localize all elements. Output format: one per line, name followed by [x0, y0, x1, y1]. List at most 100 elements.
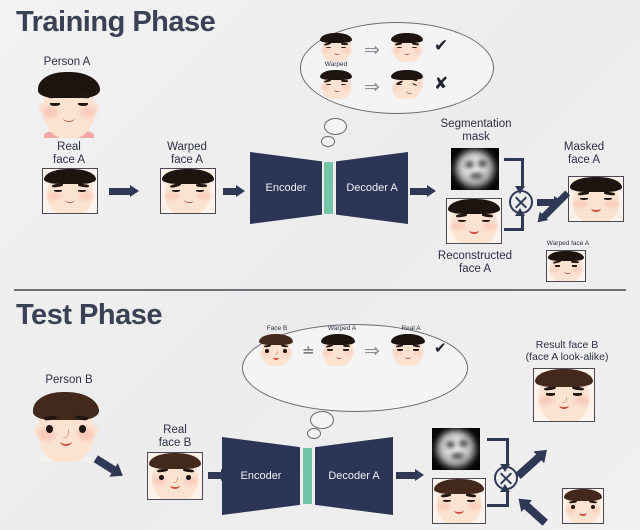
- bubble-real-a-cheek-right: [414, 350, 424, 357]
- reconstructed-face-a-eye-left: [457, 219, 466, 222]
- thought-bubble-dot-large-training: [324, 118, 347, 135]
- reconstructed-test-mouth: [454, 507, 464, 514]
- real-face-b-eye-left: [158, 474, 165, 480]
- warped-face-a-cheek-left: [164, 191, 179, 200]
- encoder-block-training[interactable]: Encoder: [250, 152, 322, 224]
- thought-bubble-dot-large-test: [310, 411, 334, 429]
- person-a-avatar: [38, 72, 100, 138]
- bubble-warped-caption: Warped: [324, 61, 348, 68]
- person-a-ear-left: [39, 103, 45, 113]
- bubble-real-a-eye-left: [397, 349, 403, 351]
- reconstructed-face-a-cheek-right: [483, 221, 498, 230]
- bubble-good-output-cheek-left: [392, 48, 402, 54]
- bubble-warped-a-eye-right: [343, 349, 349, 351]
- result-face-b-hair: [535, 369, 593, 387]
- real-face-a-thumbnail: [42, 168, 98, 214]
- bubble-warped-input-brow-right: [340, 42, 348, 45]
- segmentation-mask-label: Segmentation mask: [440, 118, 512, 143]
- masked-face-a-mouth: [591, 205, 601, 212]
- warped-face-a-mouth: [183, 196, 195, 203]
- warped-face-a-label: Warped face A: [167, 141, 207, 166]
- training-phase-title: Training Phase: [16, 6, 216, 38]
- bubble-warped-input-b-eye-left: [325, 83, 331, 86]
- connector-reconstructed-to-multiply-test: [487, 492, 513, 526]
- connector-mask-to-multiply-training: [504, 158, 528, 196]
- small-face-test-eye-left: [571, 504, 575, 509]
- bubble-good-output-hair: [390, 33, 424, 43]
- segmentation-mask-image-training: [451, 148, 499, 190]
- masked-face-a-thumbnail: [568, 176, 624, 222]
- reconstructed-face-a-mouth: [469, 227, 479, 234]
- arrow-multiply-to-result-face-b: [511, 438, 559, 484]
- masked-face-a-eye-right: [604, 197, 613, 200]
- mask-hole-mouth: [470, 173, 483, 179]
- bubble-warped-input-b-cheek-right: [341, 85, 351, 91]
- bubble-real-a-cheek-left: [392, 350, 402, 357]
- mask-hole-mouth-test: [451, 453, 464, 459]
- result-face-b-label: Result face B (face A look-alike): [525, 339, 609, 363]
- decoder-block-training[interactable]: Decoder A: [336, 152, 408, 224]
- warped-small-hair: [547, 251, 585, 262]
- small-face-test-mouth: [579, 510, 587, 517]
- multiply-operator-test: [494, 466, 518, 490]
- real-face-b-eye-right: [185, 474, 192, 480]
- warped-small-eye-left: [554, 265, 561, 267]
- person-b-label: Person B: [45, 374, 93, 386]
- arrow-small-face-to-multiply-test: [513, 492, 561, 530]
- real-face-a-cheek-right: [79, 191, 94, 200]
- bubble-warped-input-eye-right: [341, 46, 347, 49]
- bubble-bad-output-hair: [390, 70, 424, 80]
- result-face-b-eye-left: [546, 393, 555, 397]
- small-face-test-thumbnail: [562, 488, 604, 524]
- warped-face-a-hair: [162, 169, 214, 184]
- bubble-face-b-thumbnail: [258, 334, 294, 366]
- arrow-decoder-to-reconstructed-a: [410, 184, 440, 198]
- real-face-b-mouth: [170, 482, 180, 490]
- person-b-hair: [33, 392, 99, 420]
- bubble-face-b-mouth: [272, 354, 280, 360]
- warped-face-a-thumbnail: [160, 168, 216, 214]
- bubble-bad-output-cheek-right: [414, 81, 424, 87]
- masked-face-a-eye-left: [579, 197, 588, 200]
- real-face-a-mouth: [65, 197, 75, 203]
- real-face-b-label: Real face B: [158, 424, 192, 449]
- connector-reconstructed-to-multiply-training: [504, 216, 528, 250]
- person-a-cheek-left: [42, 106, 59, 119]
- person-a-ear-right: [93, 103, 99, 113]
- person-a-hair: [38, 72, 100, 99]
- bubble-warped-input-b-hair: [319, 70, 353, 80]
- bubble-real-a-hair: [390, 334, 426, 345]
- warped-small-eye-right: [571, 265, 578, 267]
- bubble-warped-a-eye-left: [327, 349, 333, 351]
- person-b-eye-left: [46, 424, 53, 433]
- real-face-a-label: Real face A: [53, 141, 85, 166]
- bubble-warped-a-brow-right: [343, 344, 351, 347]
- thought-bubble-dot-small-training: [321, 136, 335, 147]
- small-face-test-brow-right: [588, 500, 597, 504]
- arrow-warped-to-encoder-a: [223, 184, 249, 198]
- encoder-block-test[interactable]: Encoder: [222, 437, 300, 515]
- bubble-warped-input-b: [319, 70, 353, 99]
- connector-mask-to-multiply-test: [487, 438, 513, 476]
- person-a-label: Person A: [43, 56, 91, 68]
- bubble-warped-a-hair: [320, 334, 356, 345]
- real-face-a-cheek-left: [46, 191, 61, 200]
- result-face-b-cheek-left: [538, 396, 554, 406]
- bubble-warped-input-cheek-right: [341, 48, 351, 54]
- real-face-b-cheek-right: [184, 476, 199, 486]
- reconstructed-test-eye-left: [443, 499, 452, 502]
- bubble-bad-output-cheek-left: [392, 85, 402, 91]
- mask-blob-test: [436, 430, 476, 468]
- bubble-warped-input-b-cheek-left: [321, 85, 331, 91]
- result-face-b-thumbnail: [533, 368, 595, 422]
- result-face-b-mouth: [558, 402, 570, 410]
- reconstructed-face-a-eye-right: [482, 219, 491, 222]
- bubble-warped-a-caption: Warped A: [327, 325, 357, 332]
- bubble-good-output-mouth: [403, 51, 411, 56]
- bubble-real-a-mouth: [404, 354, 412, 359]
- decoder-block-test[interactable]: Decoder A: [315, 437, 393, 515]
- person-b-avatar: [33, 392, 99, 462]
- bubble-face-b-cheek-left: [260, 350, 270, 357]
- bubble-warped-a-thumbnail: [320, 334, 356, 366]
